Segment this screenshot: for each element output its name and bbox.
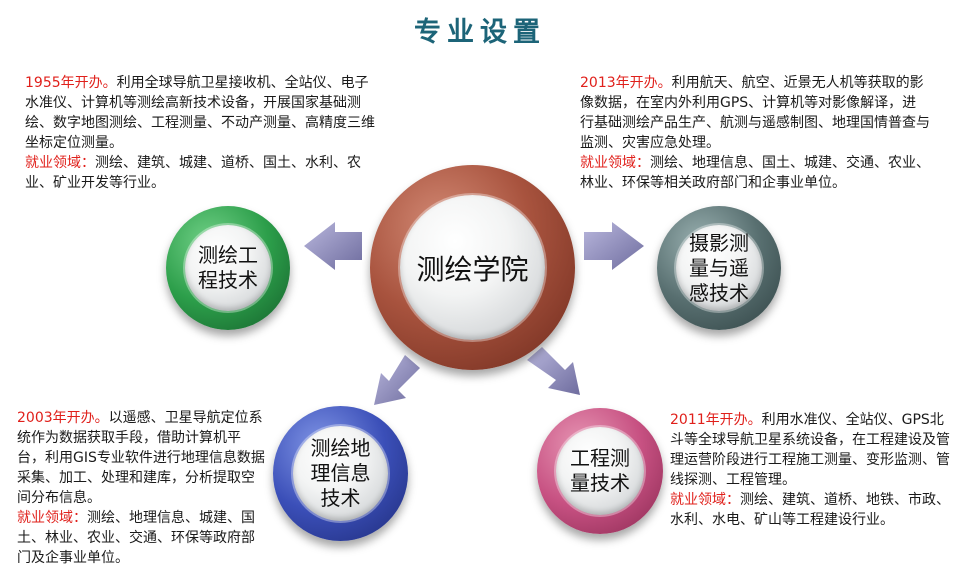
node-geographic-information: 测绘地 理信息 技术 [273, 406, 408, 541]
description-bottom-left: 2003年开办。以遥感、卫星导航定位系统作为数据获取手段，借助计算机平台，利用G… [17, 408, 267, 568]
node-label: 测绘地 理信息 技术 [293, 426, 388, 521]
description-text: 以遥感、卫星导航定位系统作为数据获取手段，借助计算机平台，利用GIS专业软件进行… [17, 410, 265, 506]
employment-label: 就业领域： [25, 155, 95, 171]
node-label: 测绘工 程技术 [185, 225, 271, 311]
founded-year: 2003年开办。 [17, 410, 109, 426]
node-label: 工程测 量技术 [556, 427, 644, 515]
employment-text: 测绘、建筑、道桥、地铁、市政、水利、水电、矿山等工程建设行业。 [670, 492, 950, 528]
node-photogrammetry-remote-sensing: 摄影测 量与遥 感技术 [657, 206, 781, 330]
founded-year: 2013年开办。 [580, 75, 672, 91]
founded-year: 2011年开办。 [670, 412, 762, 428]
node-surveying-engineering: 测绘工 程技术 [166, 206, 290, 330]
node-engineering-surveying: 工程测 量技术 [537, 408, 663, 534]
page-title: 专业设置 [414, 17, 546, 48]
description-text: 利用航天、航空、近景无人机等获取的影像数据，在室内外利用GPS、计算机等对影像解… [580, 75, 930, 151]
description-top-left: 1955年开办。利用全球导航卫星接收机、全站仪、电子水准仪、计算机等测绘高新技术… [25, 73, 375, 193]
arrow-right-icon [584, 222, 644, 270]
employment-label: 就业领域： [580, 155, 650, 171]
arrow-bottom-right-icon [527, 347, 580, 395]
employment-label: 就业领域： [17, 510, 87, 526]
employment-label: 就业领域： [670, 492, 740, 508]
arrow-bottom-left-icon [374, 355, 420, 405]
employment-text: 测绘、建筑、城建、道桥、国土、水利、农业、矿业开发等行业。 [25, 155, 361, 191]
description-text: 利用全球导航卫星接收机、全站仪、电子水准仪、计算机等测绘高新技术设备，开展国家基… [25, 75, 375, 151]
description-top-right: 2013年开办。利用航天、航空、近景无人机等获取的影像数据，在室内外利用GPS、… [580, 73, 930, 193]
center-node-label: 测绘学院 [400, 195, 545, 340]
arrow-left-icon [304, 222, 362, 270]
node-label: 摄影测 量与遥 感技术 [676, 225, 762, 311]
description-bottom-right: 2011年开办。利用水准仪、全站仪、GPS北斗等全球导航卫星系统设备，在工程建设… [670, 410, 955, 530]
description-text: 利用水准仪、全站仪、GPS北斗等全球导航卫星系统设备，在工程建设及管理运营阶段进… [670, 412, 950, 488]
founded-year: 1955年开办。 [25, 75, 117, 91]
employment-text: 测绘、地理信息、城建、国土、林业、农业、交通、环保等政府部门及企事业单位。 [17, 510, 255, 566]
employment-text: 测绘、地理信息、国土、城建、交通、农业、林业、环保等相关政府部门和企事业单位。 [580, 155, 930, 191]
center-node: 测绘学院 [370, 165, 575, 370]
